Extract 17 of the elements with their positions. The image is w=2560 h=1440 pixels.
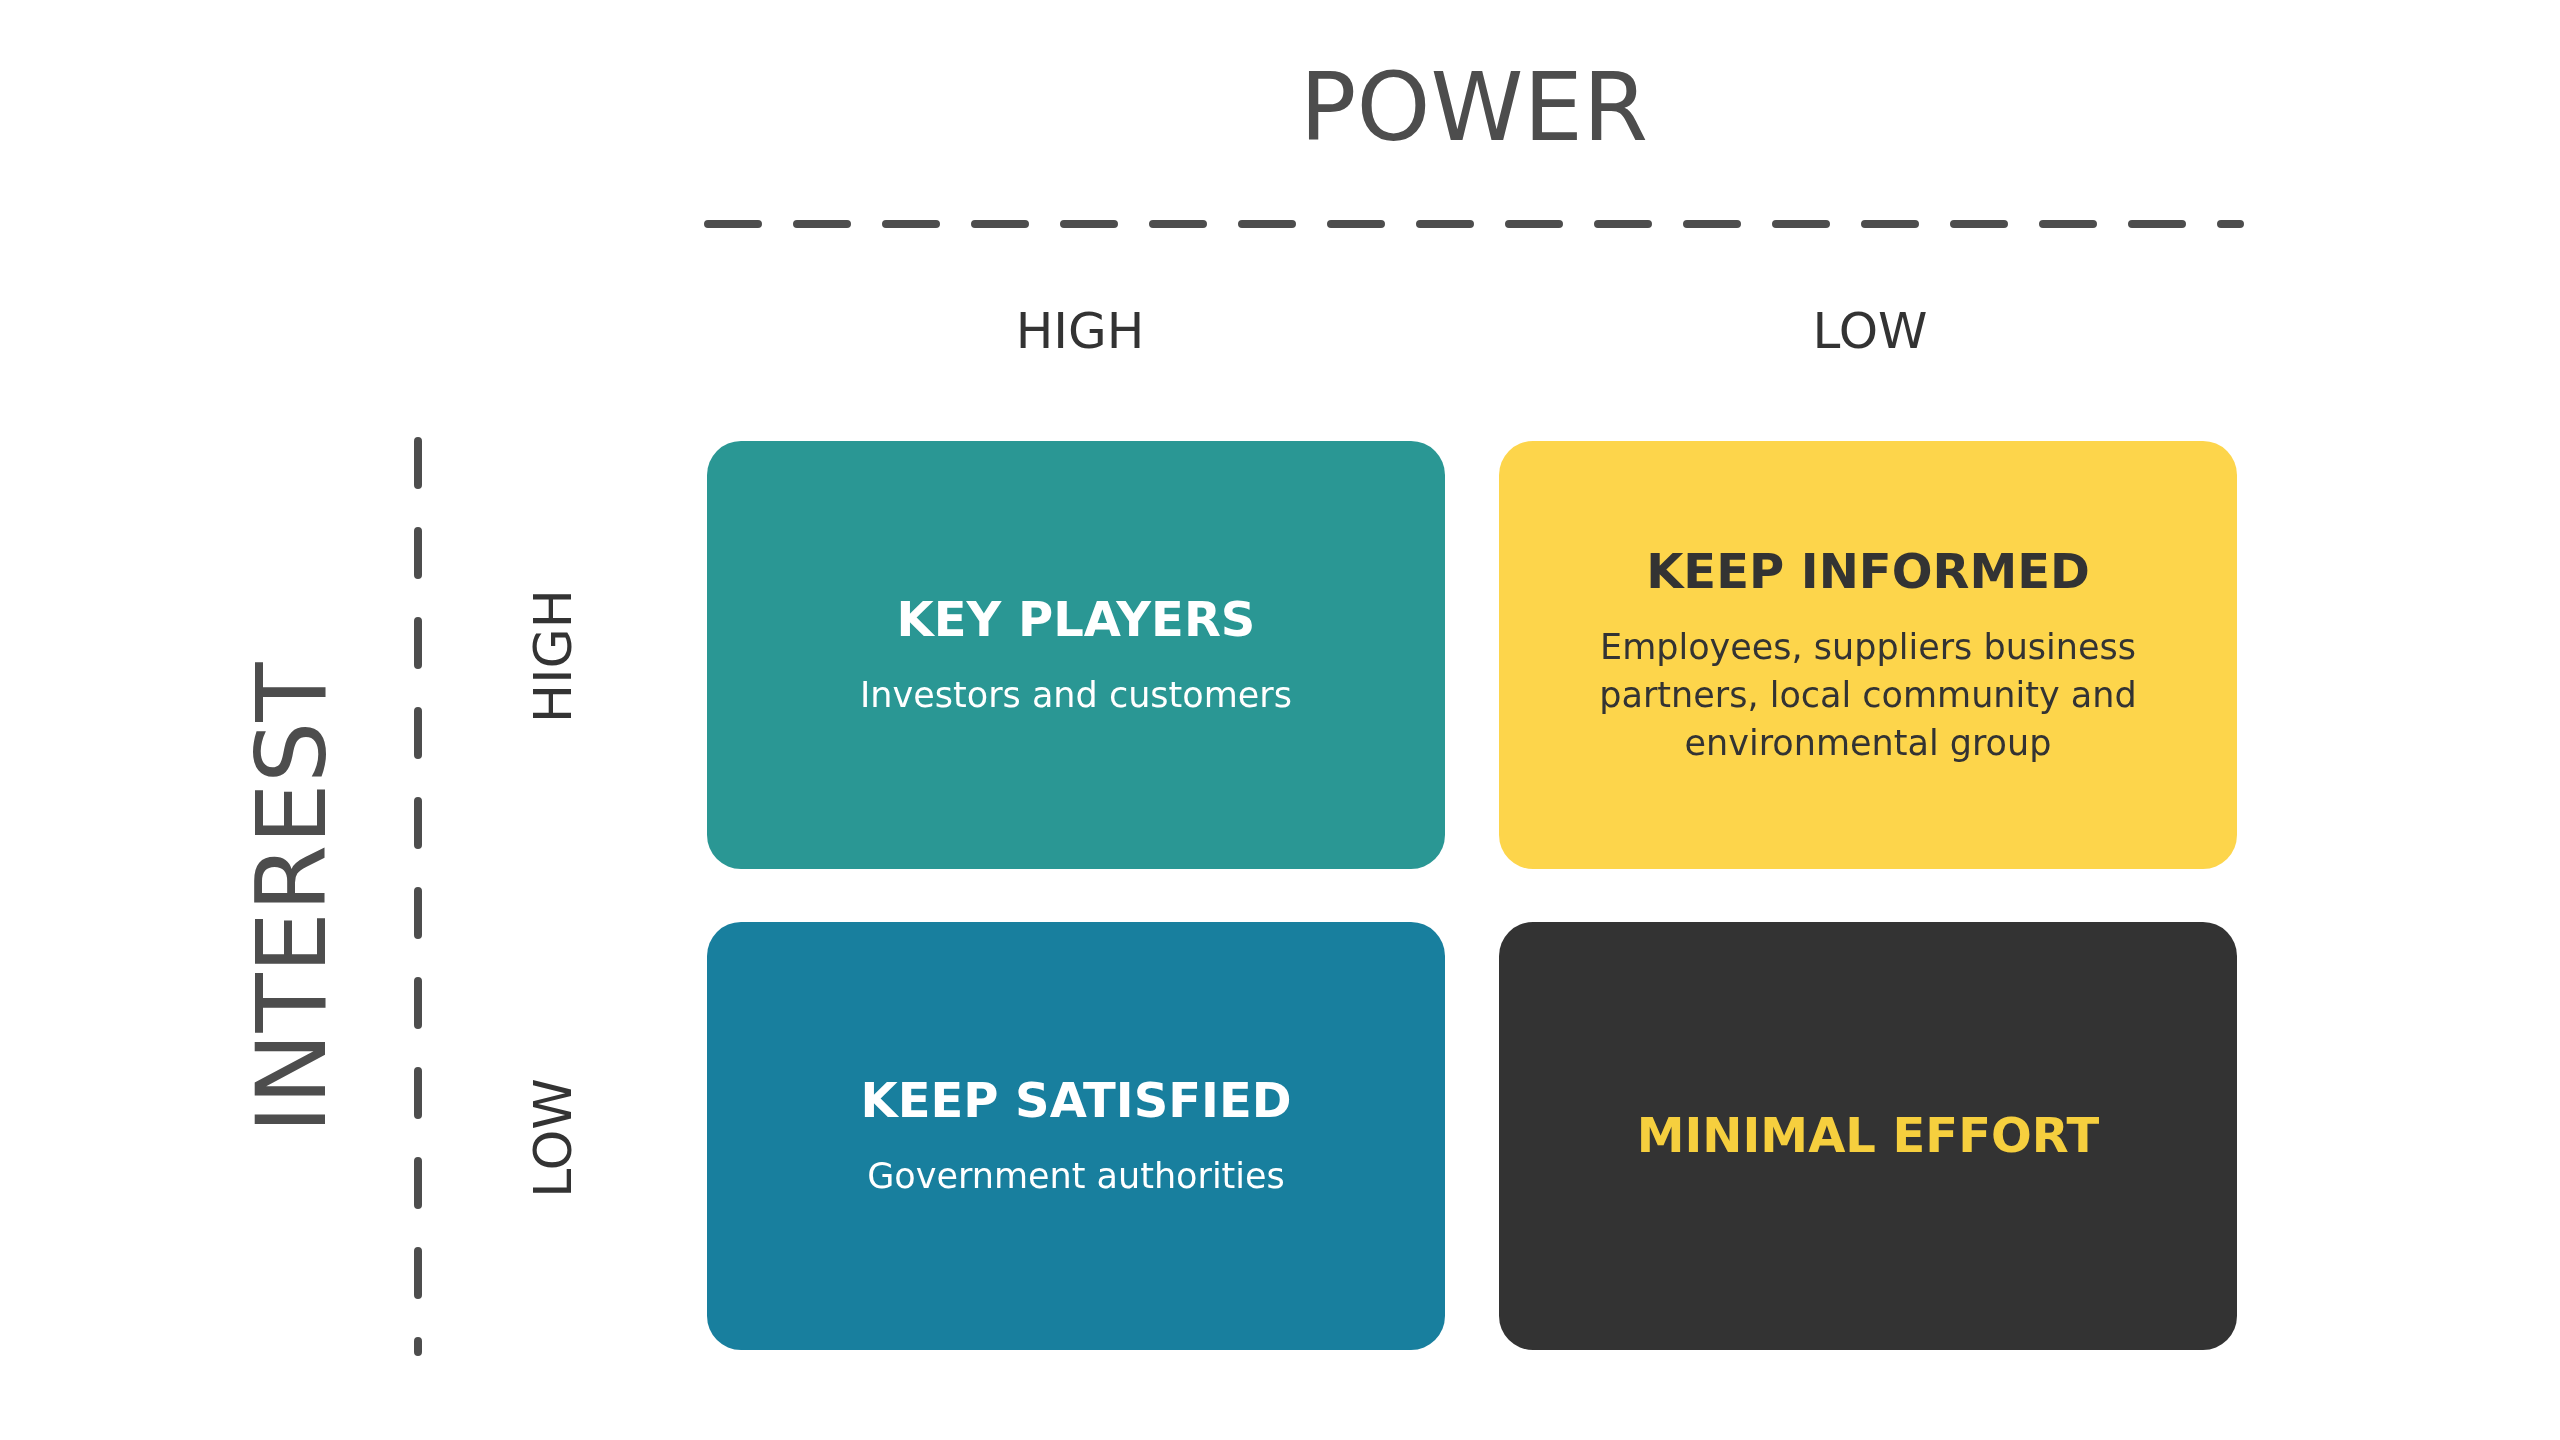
quadrant-heading: KEY PLAYERS: [896, 591, 1256, 649]
axis-level-label: HIGH: [1015, 306, 1145, 356]
quadrant-heading: KEEP INFORMED: [1646, 543, 2090, 601]
axis-level-label: LOW: [1812, 306, 1928, 356]
quadrant-heading: MINIMAL EFFORT: [1636, 1107, 2100, 1165]
quadrant-heading: KEEP SATISFIED: [860, 1072, 1292, 1130]
axis-level-label: HIGH: [527, 589, 579, 723]
axis-title: POWER: [1299, 61, 1649, 155]
quadrant-description: Government authorities: [867, 1154, 1285, 1198]
quadrant-box: [1499, 441, 2237, 869]
quadrant-box: [1499, 922, 2237, 1350]
quadrant-box: [707, 441, 1445, 869]
axis-title: INTEREST: [242, 662, 340, 1134]
axis-level-label: LOW: [527, 1078, 579, 1198]
quadrant-box: [707, 922, 1445, 1350]
quadrant-description: Employees, suppliers business partners, local community and environmental group: [1598, 625, 2138, 765]
quadrant-description: Investors and customers: [860, 673, 1292, 717]
